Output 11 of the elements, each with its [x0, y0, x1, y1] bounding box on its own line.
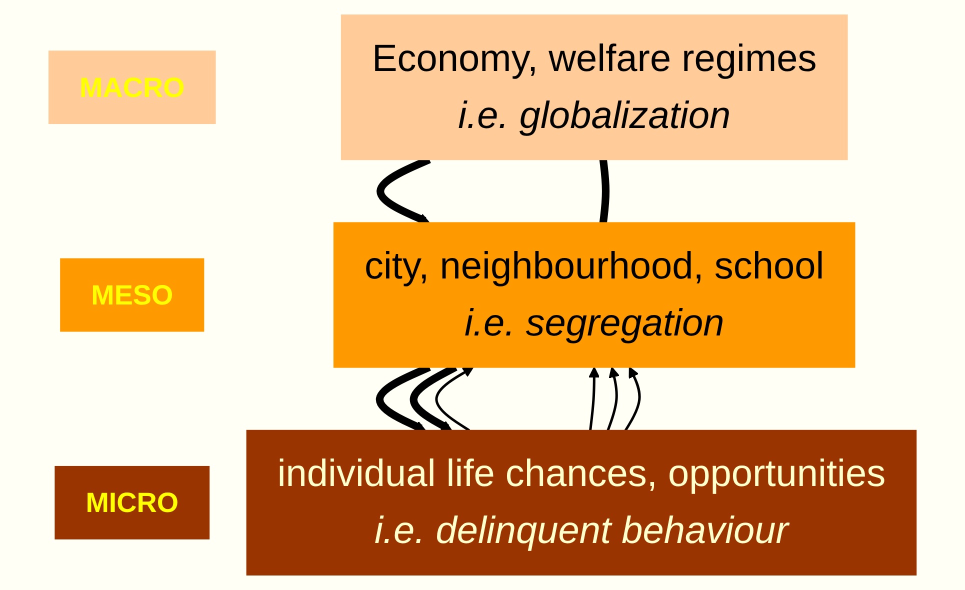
arrow — [588, 366, 600, 431]
node-box: city, neighbourhood, school i.e. segregation — [333, 222, 856, 368]
arrow — [624, 366, 641, 432]
node-box: MICRO — [54, 466, 210, 540]
node-box: MACRO — [48, 50, 216, 124]
node-box: individual life chances, opportunities i.e. delinquent behaviour — [246, 430, 917, 576]
node-box: MESO — [60, 258, 204, 332]
connector — [599, 159, 610, 224]
arrow — [435, 366, 474, 432]
node-box: Economy, welfare regimes i.e. globalization — [340, 14, 848, 160]
arrow — [606, 366, 620, 431]
